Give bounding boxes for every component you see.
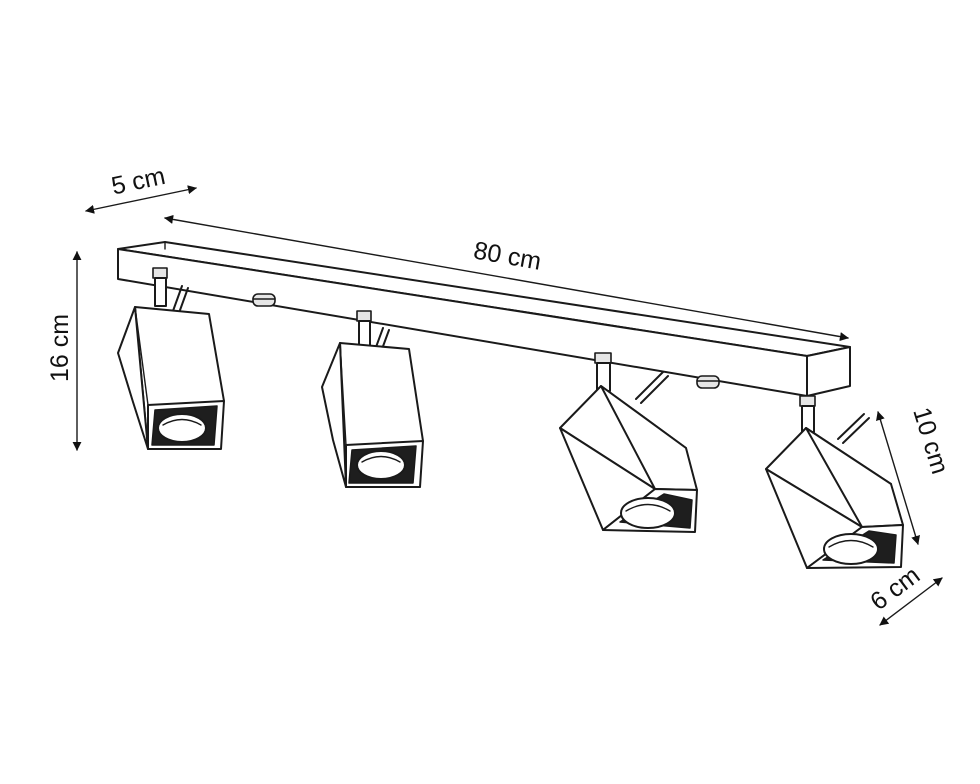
dimension-length-label: 80 cm [471, 236, 543, 275]
spotlight-3 [559, 352, 698, 533]
dimension-spot-height-label: 10 cm [907, 404, 954, 477]
mounting-screw-left [252, 293, 276, 307]
dimension-spot-width: 6 cm [865, 561, 943, 626]
spotlight-1 [117, 267, 225, 450]
mounting-screw-right [696, 375, 720, 389]
spotlight-2 [321, 310, 424, 488]
dimension-depth-label: 5 cm [109, 162, 168, 201]
dimension-total-height-label: 16 cm [46, 314, 74, 382]
spotlight-4 [765, 395, 904, 569]
dimension-total-height: 16 cm [46, 251, 82, 451]
dimension-depth: 5 cm [85, 162, 197, 214]
dimension-spot-width-label: 6 cm [865, 561, 925, 616]
